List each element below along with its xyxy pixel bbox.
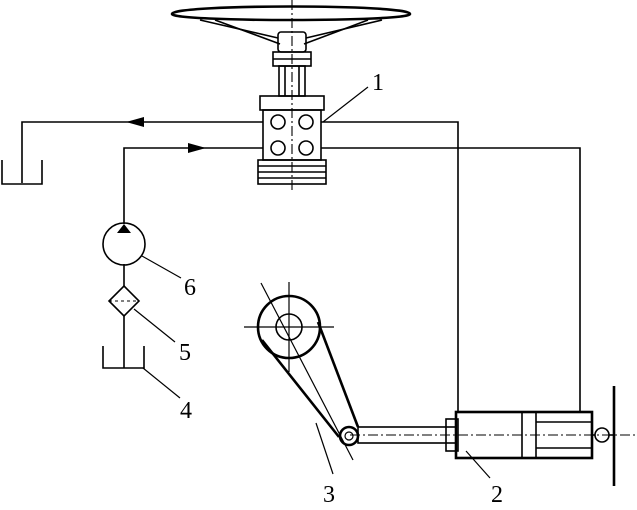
steering-wheel xyxy=(170,5,412,45)
steering-linkage-arm xyxy=(244,282,360,461)
label-2: 2 xyxy=(491,482,503,508)
label-1: 1 xyxy=(372,70,384,96)
label-4: 4 xyxy=(180,398,192,424)
hydraulic-pump xyxy=(102,222,146,266)
oil-filter xyxy=(107,284,141,318)
label-5: 5 xyxy=(179,340,191,366)
steering-control-valve xyxy=(257,95,327,185)
return-tank xyxy=(1,160,43,185)
flow-arrow-return xyxy=(126,117,144,127)
reservoir-tank xyxy=(102,346,145,369)
leader-lines xyxy=(133,86,491,479)
flow-arrow-pressure xyxy=(188,143,206,153)
label-6: 6 xyxy=(184,275,196,301)
label-3: 3 xyxy=(323,482,335,508)
steering-cylinder xyxy=(350,386,637,486)
hydraulic-lines xyxy=(21,121,581,412)
steering-column xyxy=(272,0,312,190)
